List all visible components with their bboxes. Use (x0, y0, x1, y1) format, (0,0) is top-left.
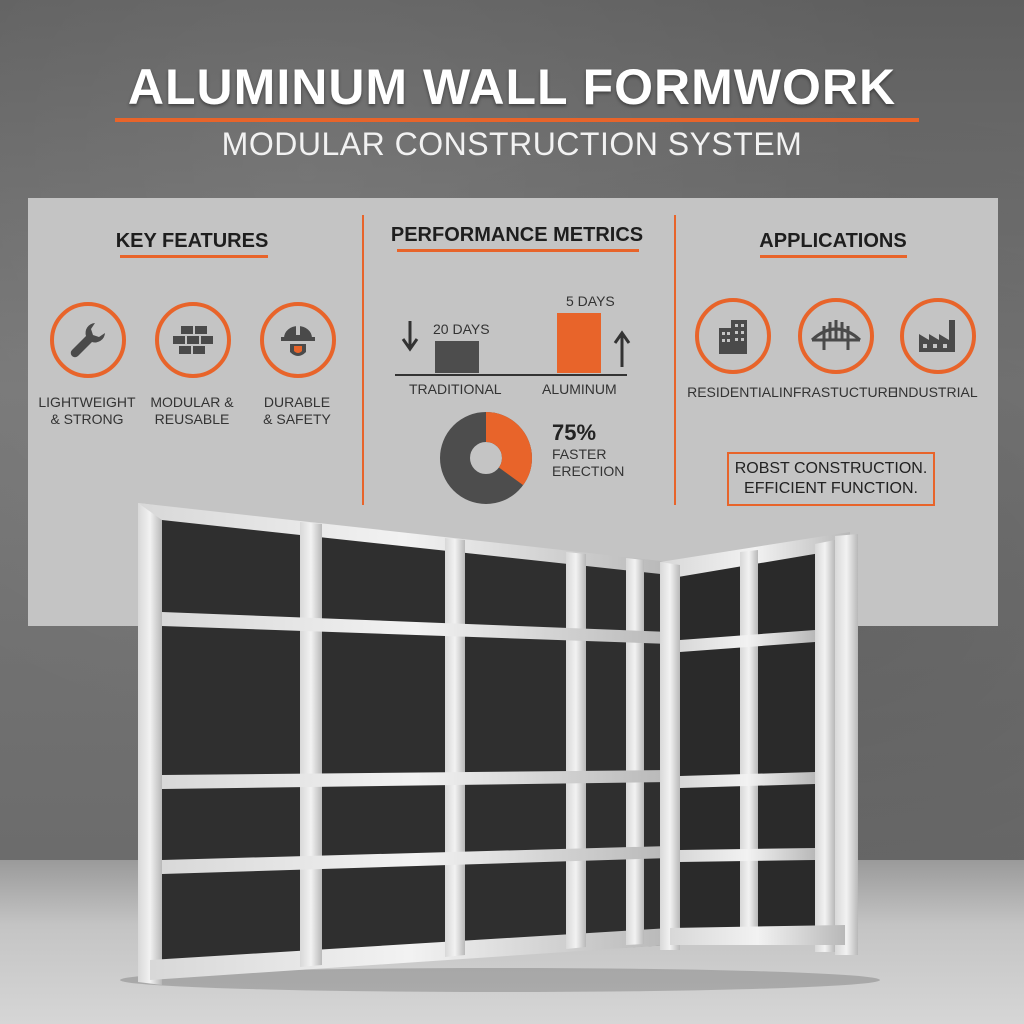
front-wall-panels (138, 503, 670, 985)
aluminum-bar (557, 313, 601, 373)
application-label: RESIDENTIAL (687, 384, 779, 400)
application-label: INFRASTUCTURE (778, 384, 898, 400)
time-comparison-chart (395, 313, 631, 376)
up-arrow-icon (613, 330, 631, 367)
heading-underline (397, 249, 639, 252)
feature-label: LIGHTWEIGHT & STRONG (38, 394, 136, 427)
down-arrow-icon (401, 321, 419, 352)
aluminum-days-label: 5 DAYS (566, 293, 615, 309)
application-icon-circle (900, 298, 976, 374)
key-features-heading: KEY FEATURES (115, 230, 269, 252)
traditional-label: TRADITIONAL (409, 381, 502, 397)
section-divider (362, 215, 364, 505)
section-divider (674, 215, 676, 505)
application-icon-circle (798, 298, 874, 374)
page-title: ALUMINUM WALL FORMWORK (127, 59, 897, 115)
aluminum-label: ALUMINUM (542, 381, 617, 397)
hard-hat-shield-icon (281, 325, 315, 356)
application-label: INDUSTRIAL (894, 384, 978, 400)
performance-metrics-heading: PERFORMANCE METRICS (390, 224, 644, 246)
feature-icon-circle (50, 302, 126, 378)
bricks-icon (173, 326, 213, 354)
faster-percent: 75% (552, 420, 597, 445)
feature-icon-circle (155, 302, 231, 378)
factory-icon (919, 320, 955, 352)
feature-label: DURABLE & SAFETY (263, 394, 331, 427)
application-icon-circle (695, 298, 771, 374)
donut-fill (440, 412, 532, 504)
bridge-icon (810, 320, 862, 350)
traditional-bar (435, 341, 479, 373)
applications-heading: APPLICATIONS (759, 230, 907, 252)
building-icon (719, 320, 747, 354)
faster-erection-donut (440, 412, 532, 504)
tagline-line: ROBST CONSTRUCTION. (734, 460, 928, 477)
tagline-line: EFFICIENT FUNCTION. (744, 480, 918, 497)
tagline-box: ROBST CONSTRUCTION. EFFICIENT FUNCTION. (727, 452, 935, 506)
heading-underline (120, 255, 268, 258)
heading-underline (760, 255, 907, 258)
faster-caption: FASTER ERECTION (552, 446, 625, 479)
page-subtitle: MODULAR CONSTRUCTION SYSTEM (221, 126, 803, 162)
wrench-icon (70, 323, 105, 358)
traditional-days-label: 20 DAYS (433, 321, 490, 337)
feature-label: MODULAR & REUSABLE (150, 394, 234, 427)
feature-icon-circle (260, 302, 336, 378)
side-wall-panels (660, 532, 858, 955)
title-underline (115, 118, 919, 122)
